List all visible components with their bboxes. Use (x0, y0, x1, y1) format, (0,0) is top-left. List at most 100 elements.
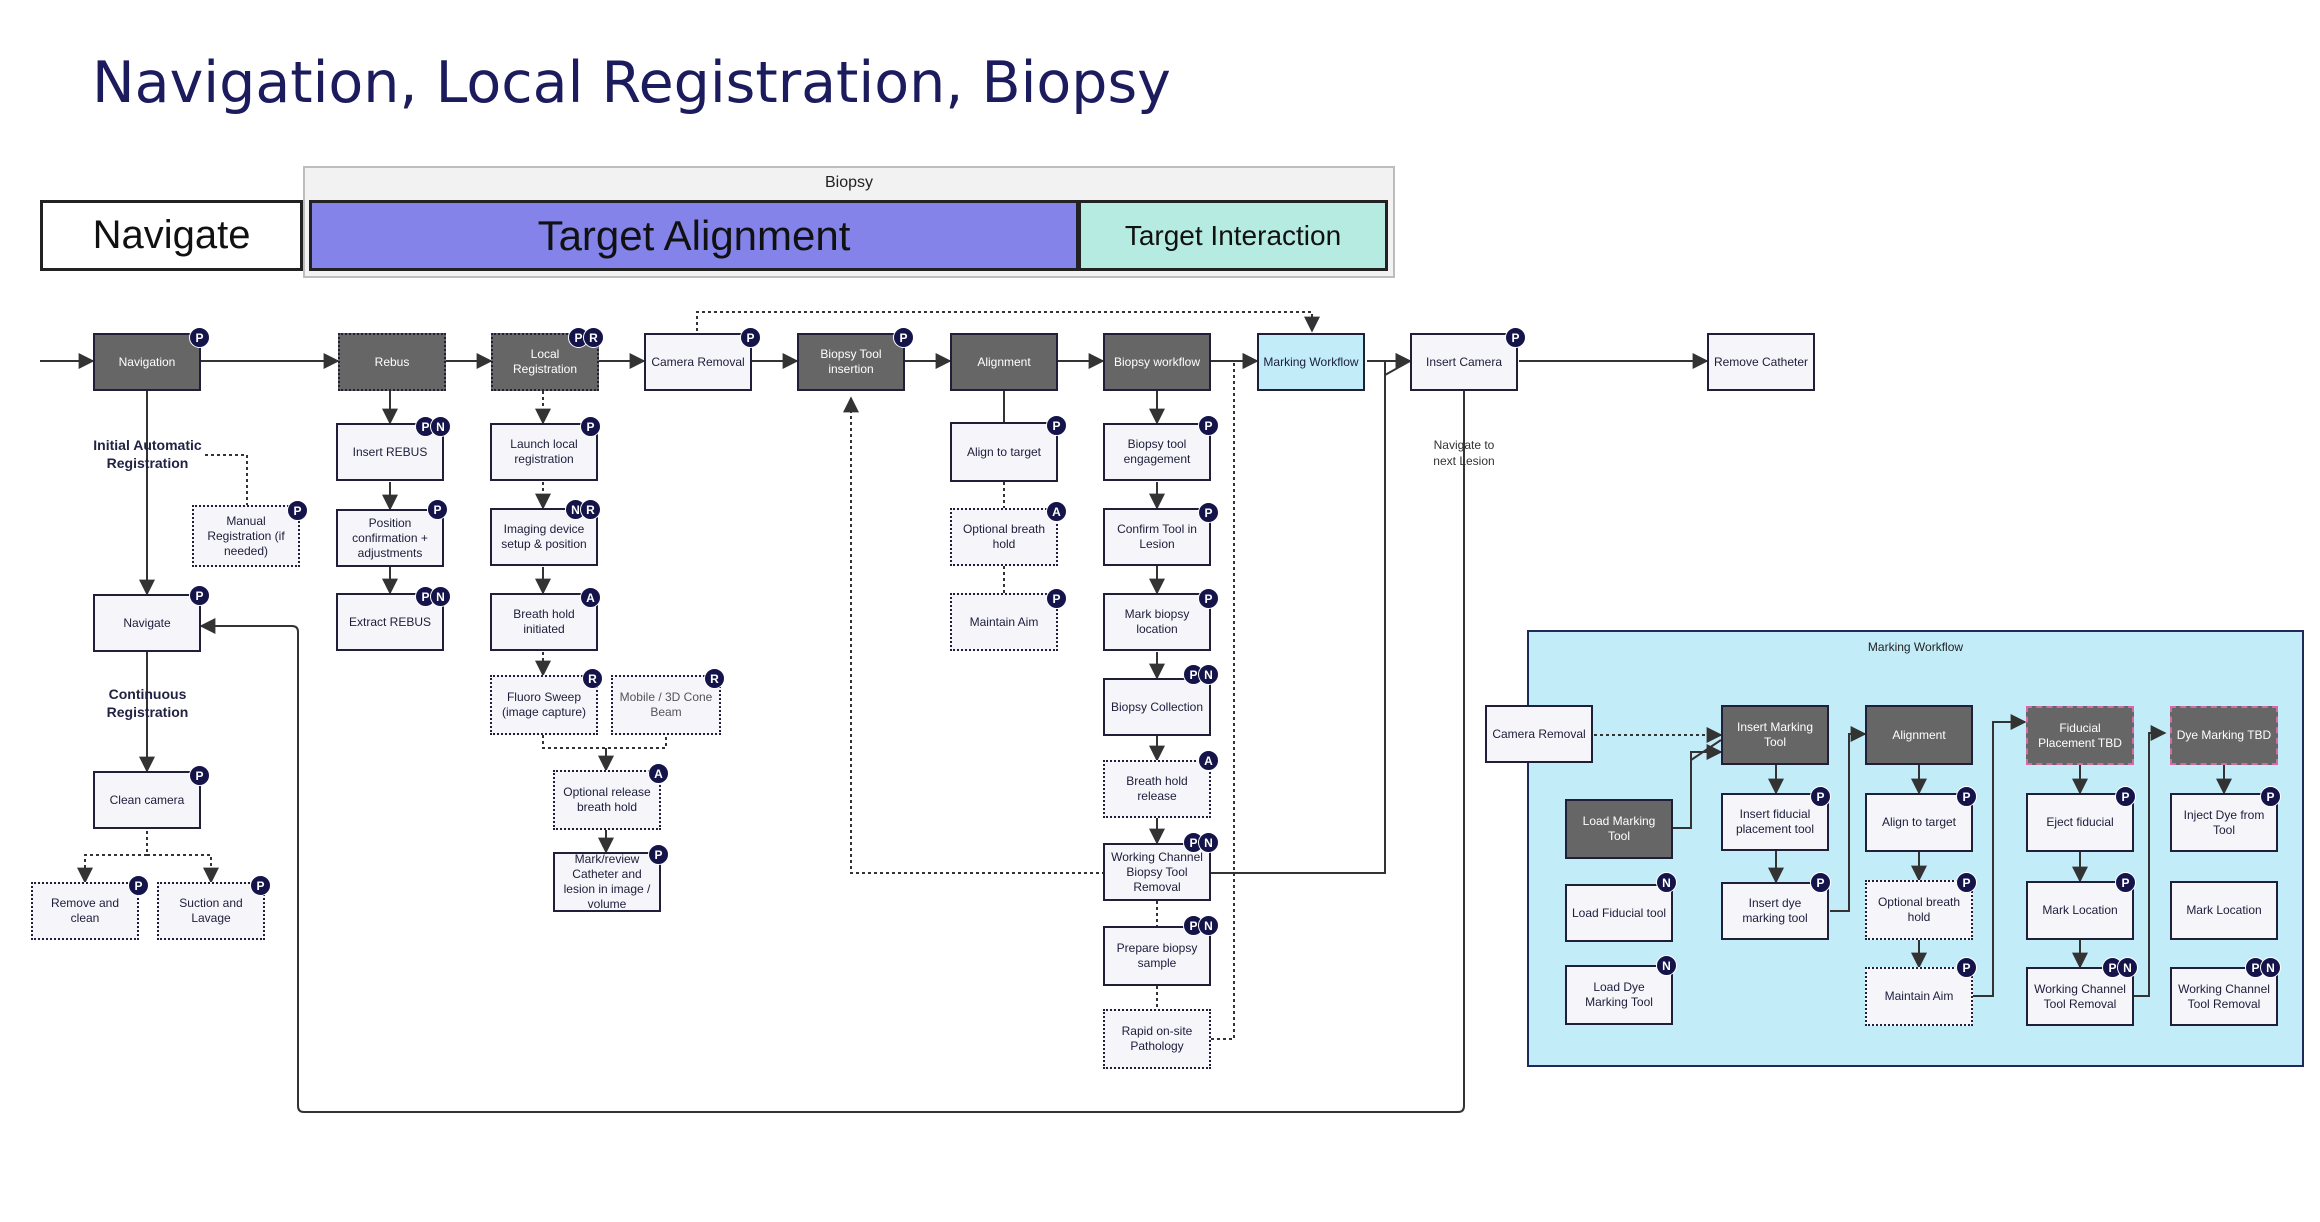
node-manual-registration: Manual Registration (if needed) (192, 505, 300, 567)
node-suction-and-lavage: Suction and Lavage (157, 882, 265, 940)
badge-r: R (580, 499, 601, 520)
badge-n: N (2117, 957, 2138, 978)
badge-n: N (430, 416, 451, 437)
node-mobile-cone-beam: Mobile / 3D Cone Beam (611, 675, 721, 735)
node-mark-review: Mark/review Catheter and lesion in image… (553, 852, 661, 912)
connector (1384, 353, 1412, 375)
badge-p: P (1505, 327, 1526, 348)
badge-p: P (2260, 786, 2281, 807)
node-optional-release-breath-hold: Optional release breath hold (553, 770, 661, 830)
badge-p: P (427, 499, 448, 520)
connector (542, 735, 667, 749)
badge-a: A (580, 587, 601, 608)
badge-a: A (1198, 750, 1219, 771)
node-breath-hold-initiated: Breath hold initiated (490, 593, 598, 651)
node-rapid-onsite-pathology: Rapid on-site Pathology (1103, 1009, 1211, 1069)
marking-panel-title: Marking Workflow (1867, 640, 1964, 654)
badge-p: P (648, 844, 669, 865)
mw-alignment: Alignment (1865, 705, 1973, 765)
badge-p: P (1046, 588, 1067, 609)
badge-n: N (1198, 664, 1219, 685)
mw-load-marking-tool: Load Marking Tool (1565, 799, 1673, 859)
node-remove-and-clean: Remove and clean (31, 882, 139, 940)
node-biopsy-tool-insertion: Biopsy Tool insertion (797, 333, 905, 391)
badge-p: P (1956, 957, 1977, 978)
node-prepare-biopsy-sample: Prepare biopsy sample (1103, 926, 1211, 986)
node-local-registration: Local Registration (491, 333, 599, 391)
node-marking-workflow: Marking Workflow (1257, 333, 1365, 391)
label-navigate-to-next-lesion: Navigate to next Lesion (1433, 438, 1495, 468)
badge-p: P (2115, 786, 2136, 807)
node-insert-camera: Insert Camera (1410, 333, 1518, 391)
badge-p: P (1810, 786, 1831, 807)
node-alignment: Alignment (950, 333, 1058, 391)
badge-p: P (250, 875, 271, 896)
node-rebus: Rebus (338, 333, 446, 391)
mw-load-fiducial-tool: Load Fiducial tool (1565, 884, 1673, 942)
badge-p: P (189, 327, 210, 348)
node-maintain-aim: Maintain Aim (950, 593, 1058, 651)
mw-working-channel-removal-2: Working Channel Tool Removal (2170, 967, 2278, 1026)
phase-target-alignment: Target Alignment (309, 200, 1079, 271)
mw-mark-location-1: Mark Location (2026, 881, 2134, 940)
badge-p: P (128, 875, 149, 896)
badge-n: N (1198, 915, 1219, 936)
node-position-confirmation: Position confirmation + adjustments (336, 509, 444, 567)
label-continuous-registration: Continuous Registration (106, 686, 189, 720)
node-biopsy-workflow: Biopsy workflow (1103, 333, 1211, 391)
badge-r: R (582, 668, 603, 689)
mw-insert-marking-tool: Insert Marking Tool (1721, 705, 1829, 765)
badge-p: P (1956, 786, 1977, 807)
badge-p: P (189, 585, 210, 606)
node-imaging-device-setup: Imaging device setup & position (490, 508, 598, 566)
badge-p: P (1956, 872, 1977, 893)
badge-p: P (580, 416, 601, 437)
connector (1211, 353, 1259, 1040)
badge-p: P (1198, 415, 1219, 436)
connector (147, 854, 219, 884)
node-insert-rebus: Insert REBUS (336, 423, 444, 481)
page-title: Navigation, Local Registration, Biopsy (92, 50, 1171, 116)
node-optional-breath-hold: Optional breath hold (950, 508, 1058, 566)
badge-p: P (1810, 872, 1831, 893)
badge-p: P (189, 765, 210, 786)
biopsy-group-label: Biopsy (824, 174, 874, 191)
mw-fiducial-placement: Fiducial Placement TBD (2026, 706, 2134, 765)
badge-p: P (1198, 502, 1219, 523)
badge-r: R (704, 668, 725, 689)
node-camera-removal: Camera Removal (644, 333, 752, 391)
badge-n: N (430, 586, 451, 607)
badge-n: N (1656, 872, 1677, 893)
badge-a: A (648, 763, 669, 784)
badge-r: R (583, 327, 604, 348)
mw-camera-removal: Camera Removal (1485, 705, 1593, 763)
mw-align-to-target: Align to target (1865, 793, 1973, 852)
phase-navigate: Navigate (40, 200, 303, 271)
node-breath-hold-release: Breath hold release (1103, 760, 1211, 818)
node-launch-local-registration: Launch local registration (490, 423, 598, 481)
badge-n: N (1198, 832, 1219, 853)
badge-n: N (1656, 955, 1677, 976)
mw-insert-dye-marking-tool: Insert dye marking tool (1721, 882, 1829, 940)
mw-dye-marking: Dye Marking TBD (2170, 706, 2278, 765)
mw-eject-fiducial: Eject fiducial (2026, 793, 2134, 852)
connector (199, 391, 1465, 1113)
node-biopsy-tool-engagement: Biopsy tool engagement (1103, 423, 1211, 481)
badge-a: A (1046, 501, 1067, 522)
node-mark-biopsy-location: Mark biopsy location (1103, 593, 1211, 651)
node-align-to-target: Align to target (950, 422, 1058, 482)
mw-maintain-aim: Maintain Aim (1865, 967, 1973, 1026)
badge-p: P (1046, 415, 1067, 436)
node-confirm-tool-in-lesion: Confirm Tool in Lesion (1103, 508, 1211, 566)
connector (1211, 360, 1411, 874)
node-navigate: Navigate (93, 594, 201, 652)
node-biopsy-collection: Biopsy Collection (1103, 678, 1211, 736)
badge-n: N (2260, 957, 2281, 978)
badge-p: P (1198, 588, 1219, 609)
mw-optional-breath-hold: Optional breath hold (1865, 880, 1973, 940)
badge-p: P (2115, 872, 2136, 893)
node-fluoro-sweep: Fluoro Sweep (image capture) (490, 675, 598, 735)
badge-p: P (893, 327, 914, 348)
node-working-channel-biopsy-removal: Working Channel Biopsy Tool Removal (1103, 843, 1211, 901)
mw-mark-location-2: Mark Location (2170, 881, 2278, 940)
